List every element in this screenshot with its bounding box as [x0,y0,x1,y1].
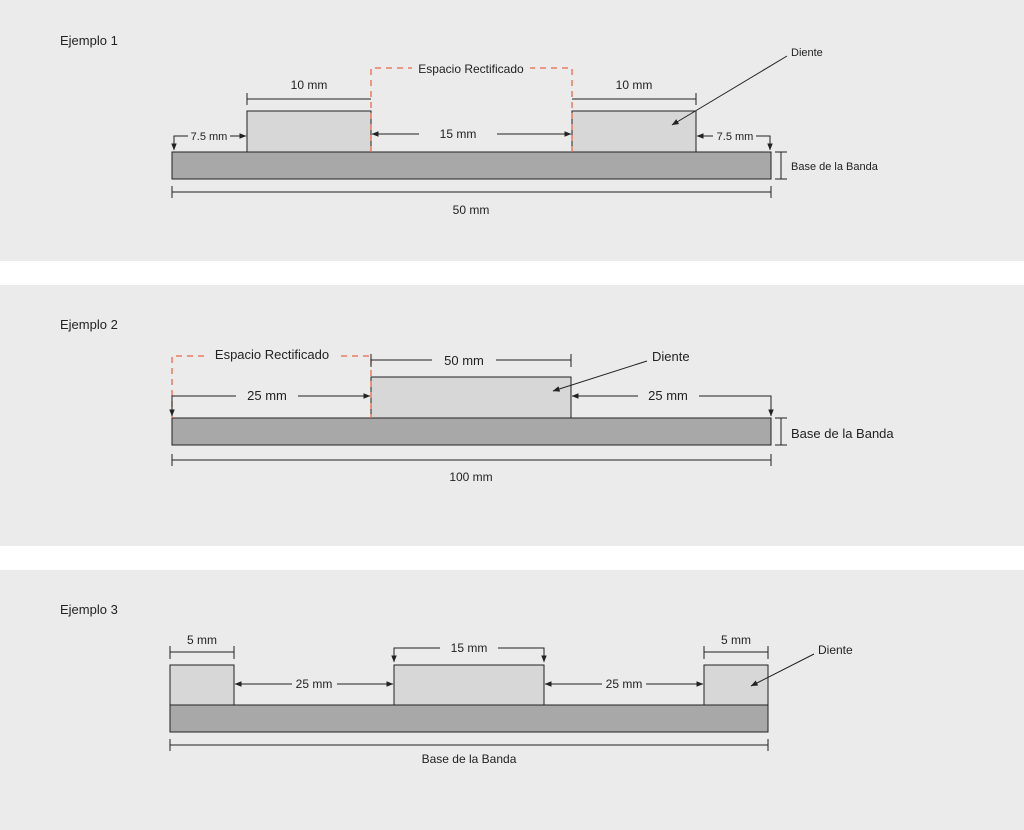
tooth-label: Diente [791,47,823,59]
base-label: Base de la Banda [791,426,894,441]
dim-left-margin: 7.5 mm [191,131,228,143]
rectified-space-label: Espacio Rectificado [418,62,524,76]
tooth-left [246,110,372,153]
dim-total: 50 mm [453,203,490,217]
dim-tooth-right: 10 mm [616,78,653,92]
example-3-diagram: 5 mm 5 mm 15 mm 25 mm 25 mm Diente Base … [169,633,853,766]
example-2-panel: Ejemplo 2 Espacio Rectificado 50 mm 25 m… [0,285,1024,546]
tooth-right [571,110,697,153]
dim-gap: 15 mm [440,127,477,141]
rectified-space-label: Espacio Rectificado [215,347,329,362]
belt-base [171,417,772,446]
tooth-label: Diente [818,643,853,657]
dim-tooth-width: 50 mm [444,353,484,368]
dim-tooth-left: 10 mm [291,78,328,92]
dim-right-gap: 25 mm [648,388,688,403]
example-title: Ejemplo 3 [60,602,118,617]
tooth-center [393,664,545,706]
example-title: Ejemplo 1 [60,33,118,48]
example-1-panel: Ejemplo 1 Espacio Rectificado 10 mm 10 m… [0,0,1024,261]
dim-arrow [756,135,773,151]
tooth-label: Diente [652,349,690,364]
dim-arrow [498,647,547,663]
dim-arrow [699,395,774,417]
tooth-leader-arrow [552,360,648,392]
rectified-label-bg [412,60,530,76]
dim-total: 100 mm [449,470,492,484]
base-label: Base de la Banda [422,752,517,766]
example-2-diagram: Espacio Rectificado 50 mm 25 mm 25 mm Di… [169,346,894,484]
tooth-leader-arrow [671,55,788,126]
rectified-space-outline [171,355,372,418]
tooth-center [370,376,572,419]
dim-gap-left: 25 mm [296,677,333,691]
dim-tooth-right: 5 mm [721,633,751,647]
dim-tooth-left: 5 mm [187,633,217,647]
dim-arrow [391,647,440,663]
belt-base [171,151,772,180]
dim-right-margin: 7.5 mm [717,131,754,143]
tooth-right [703,664,769,706]
example-title: Ejemplo 2 [60,317,118,332]
example-1-diagram: Espacio Rectificado 10 mm 10 mm 15 mm 7.… [171,47,879,217]
dim-arrow [171,135,188,151]
dim-arrow [169,395,236,417]
base-label: Base de la Banda [791,161,879,173]
rectified-label-bg [205,346,338,364]
dim-tooth-center: 15 mm [451,641,488,655]
dim-left-gap: 25 mm [247,388,287,403]
dim-gap-right: 25 mm [606,677,643,691]
tooth-leader-arrow [750,653,815,687]
belt-base [169,704,769,733]
example-3-panel: Ejemplo 3 5 mm 5 mm 15 mm 25 mm 25 mm Di… [0,570,1024,830]
tooth-left [169,664,235,706]
